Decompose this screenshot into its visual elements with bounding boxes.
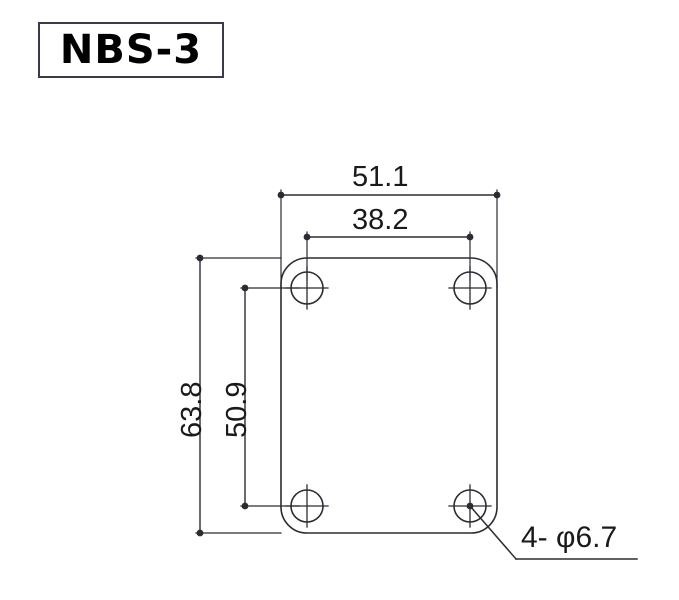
plate-outline [280,257,498,534]
dimension-label-height-between-holes: 50.9 [221,381,253,438]
dimension-label-height-overall: 63.8 [176,381,208,438]
dimension-terminators [196,191,501,537]
dimension-label-width-overall: 51.1 [352,161,409,193]
hole-callout-leader [468,504,638,561]
dimension-label-width-between-holes: 38.2 [352,204,409,236]
hole-centerlines [285,266,492,528]
part-label-text: NBS-3 [59,27,203,73]
hole-callout-dot [466,502,474,510]
dimension-lines [199,194,498,534]
part-label-box: NBS-3 [38,22,224,78]
hole-callout-label: 4- φ6.7 [521,521,618,554]
extension-lines [195,189,498,534]
